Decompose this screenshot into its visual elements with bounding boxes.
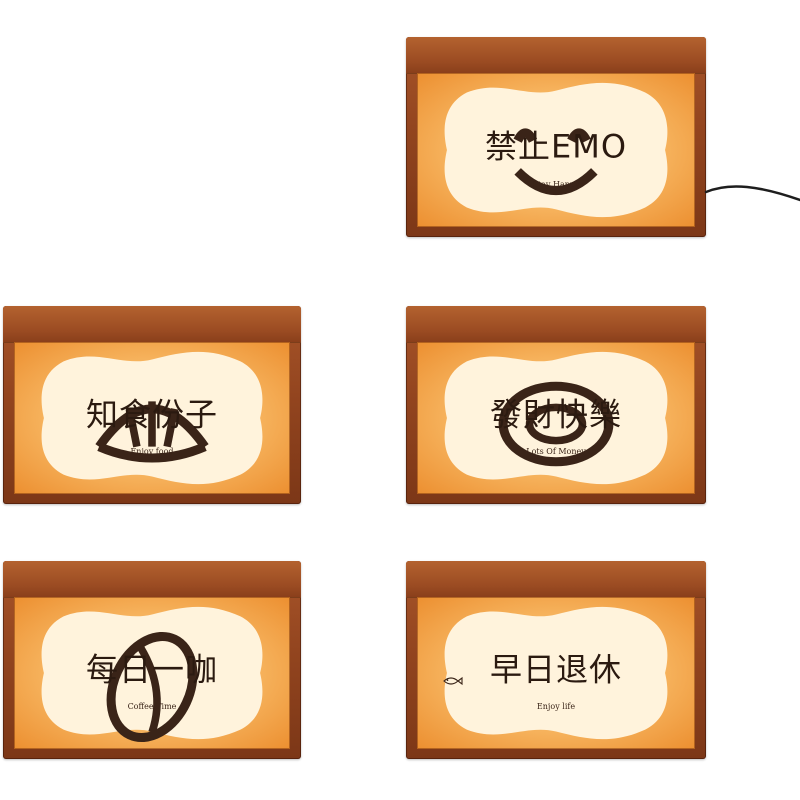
wavy-panel: 禁止EMO Stay Happy [441, 81, 671, 219]
lamp-food: 知食份子 Enjoy food [3, 306, 301, 504]
lamp-screen: 發財快樂 Lots Of Money [417, 342, 695, 494]
lamp-main-text: 早日退休 [489, 650, 622, 689]
wavy-panel: 發財快樂 Lots Of Money [441, 350, 671, 486]
lamp-top-band [3, 306, 301, 343]
lamp-retire: 早日退休 Enjoy life [406, 561, 706, 759]
lamp-screen: 禁止EMO Stay Happy [417, 73, 695, 227]
fish-icon [443, 676, 463, 686]
lamp-main-text: 知食份子 [85, 395, 218, 434]
lamp-main-text: 禁止EMO [484, 127, 628, 166]
lamp-screen: 每日一咖 Coffee Time [14, 597, 290, 749]
lamp-sub-text: Lots Of Money [526, 447, 586, 457]
wavy-panel-shape [444, 351, 668, 485]
lamp-top-band [406, 561, 706, 598]
lamp-top-band [3, 561, 301, 598]
lamp-main-text: 每日一咖 [85, 650, 218, 689]
coffee-bean-icon [106, 631, 198, 743]
lamp-top-band [406, 37, 706, 74]
lamp-sub-text: Stay Happy [532, 179, 580, 189]
lamp-top-band [406, 306, 706, 343]
lamp-coffee: 每日一咖 Coffee Time [3, 561, 301, 759]
lamp-emo: 禁止EMO Stay Happy [406, 37, 706, 237]
lamp-screen: 知食份子 Enjoy food [14, 342, 290, 494]
wavy-panel: 早日退休 Enjoy life [441, 605, 671, 741]
lamp-screen: 早日退休 Enjoy life [417, 597, 695, 749]
wavy-panel: 知食份子 Enjoy food [38, 350, 266, 486]
coin-icon [498, 381, 614, 467]
lamp-money: 發財快樂 Lots Of Money [406, 306, 706, 504]
lamp-sub-text: Enjoy food [130, 447, 174, 457]
smiley-icon [513, 128, 598, 196]
lamp-main-text: 發財快樂 [489, 395, 622, 434]
croissant-icon [95, 401, 209, 463]
lamp-sub-text: Coffee Time [127, 702, 177, 712]
wavy-panel-shape [444, 82, 668, 218]
wavy-panel: 每日一咖 Coffee Time [38, 605, 266, 743]
lamp-sub-text: Enjoy life [536, 702, 576, 712]
wavy-panel-shape [444, 606, 668, 740]
